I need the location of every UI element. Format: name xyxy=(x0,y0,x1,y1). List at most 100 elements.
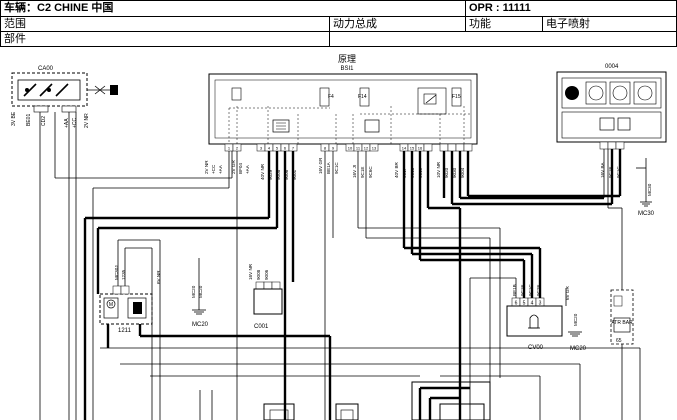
wire-mid-1: 9029 xyxy=(268,169,273,180)
left-label-3: +AA xyxy=(64,118,70,128)
left-component-ca00: CA00 3V BE BE01 CD2 +AA +CC 2V NR xyxy=(11,66,118,128)
scope-value: 动力总成 xyxy=(329,16,466,32)
pin-11: 11 xyxy=(356,146,361,151)
wire-mid2-1: BE1A xyxy=(326,161,331,174)
pin-3: 3 xyxy=(260,146,263,151)
c001-label-0: 16V NR xyxy=(248,263,253,280)
bell-icon xyxy=(529,314,539,329)
right-component-0004: 0004 16V BA 9C1E 9C1C MC30 MC30 xyxy=(556,64,667,217)
wire-mid-0: 40V NR xyxy=(260,163,265,180)
mc20a-label-1: MC20 xyxy=(198,285,203,298)
wire-right2-2: 9030 xyxy=(452,167,457,178)
function-label: 功能 xyxy=(465,16,543,32)
cv00-label-3: 9C2E xyxy=(536,285,541,297)
component-cv00: BE1B 9C1E 9C1C 9C2E 6V GR 6 5 4 3 CV00 xyxy=(506,284,570,351)
pin-6: 6 xyxy=(284,146,287,151)
fuse-f4: F4 xyxy=(328,94,334,100)
ground-right-rot: MC30 xyxy=(647,183,652,196)
left-label-0: 3V BE xyxy=(11,111,17,126)
c1211-label-2: 6V NR xyxy=(156,270,161,284)
component-c001: 16V NR 9008 9006 C001 xyxy=(248,263,283,330)
fuse-f14: F14 xyxy=(358,94,367,100)
right-box-code: 0004 xyxy=(605,64,619,70)
wire-left-3: 2V GR xyxy=(231,160,236,174)
wire-right2-0: 10V NR xyxy=(436,161,441,178)
wires xyxy=(39,112,641,420)
svg-text:M: M xyxy=(109,302,113,308)
wire-mid-3: 9006 xyxy=(284,169,289,180)
pin-4: 4 xyxy=(268,146,271,151)
comp-1211-code: 1211 xyxy=(118,328,132,334)
main-box-code: BSI1 xyxy=(340,66,354,72)
header-table: 车辆：C2 CHINE 中国 OPR : 11111 范围 动力总成 功能 电子… xyxy=(0,0,677,48)
wire-left-4: BF04 xyxy=(238,163,243,174)
ground-mc20-b-code: MC20 xyxy=(570,346,587,352)
ground-mc20-a-code: MC20 xyxy=(192,322,209,328)
wire-mid2-2: 9C1C xyxy=(334,162,339,174)
pin-14: 14 xyxy=(402,146,407,151)
mc20b-label: MC20 xyxy=(573,313,578,326)
atr-bar-text: ATR BAR xyxy=(611,320,633,326)
pin-12: 12 xyxy=(364,146,369,151)
vehicle-cell: 车辆：C2 CHINE 中国 xyxy=(0,0,466,17)
wire-left-2: +AA xyxy=(218,164,223,174)
wire-left-0: 2V NR xyxy=(204,160,209,174)
fuel-pump-icon xyxy=(133,302,142,314)
left-label-2: CD2 xyxy=(41,116,47,126)
ground-mc20-a: MC20 MC20 MC20 xyxy=(191,285,209,328)
key-icon xyxy=(110,85,118,95)
c001-label-1: 9008 xyxy=(256,269,261,280)
wire-left-1: +CC xyxy=(211,164,216,174)
c1211-label-1: 1235 xyxy=(121,269,126,280)
cv00-pin-0: 6 xyxy=(515,301,518,307)
main-component-bsi1: F4 F14 F15 xyxy=(204,73,478,180)
pin-10: 10 xyxy=(348,146,353,151)
function-value: 电子喷射 xyxy=(542,16,677,32)
cv00-pin-1: 5 xyxy=(523,301,526,307)
pin-9: 9 xyxy=(332,146,335,151)
diagram-title: 原理 xyxy=(338,54,356,64)
scope-label: 范围 xyxy=(0,16,330,32)
fuse-f15: F15 xyxy=(452,94,461,100)
cv00-label-4: 6V GR xyxy=(565,286,570,300)
comp-c001-code: C001 xyxy=(254,324,269,330)
part-label: 部件 xyxy=(0,31,330,47)
c1211-label-0: MC30J xyxy=(114,265,119,280)
c001-label-2: 9006 xyxy=(264,269,269,280)
left-label-5: 2V NR xyxy=(84,113,90,128)
wiring-schematic: 原理 BSI1 CA00 3V BE BE01 CD2 +AA +CC 2V N… xyxy=(11,54,667,420)
cv00-pin-2: 4 xyxy=(531,301,534,307)
cv00-label-1: 9C1E xyxy=(520,285,525,297)
wire-mid2-0: 16V GR xyxy=(318,157,323,174)
cv00-pin-3: 3 xyxy=(539,301,542,307)
pin-8: 8 xyxy=(324,146,327,151)
left-label-1: BE01 xyxy=(26,114,32,126)
left-label-4: +CC xyxy=(72,117,78,128)
atr-bar-code: 65 xyxy=(616,338,622,344)
pin-5: 5 xyxy=(276,146,279,151)
left-box-code: CA00 xyxy=(38,66,54,72)
ground-mc20-b: MC20 MC20 xyxy=(568,313,587,352)
ground-right: MC30 xyxy=(638,211,655,217)
pin-1: 1 xyxy=(228,146,231,151)
cv00-label-2: 9C1C xyxy=(528,284,533,296)
component-atr-bar: ATR BAR 65 xyxy=(610,289,634,345)
gauge-icon xyxy=(565,86,579,100)
wire-right2-1: 9020 xyxy=(444,167,449,178)
mc20a-label-0: MC20 xyxy=(191,285,196,298)
part-value xyxy=(329,31,677,47)
right-label-0: 16V BA xyxy=(600,161,605,178)
wire-right2-3: 9004 xyxy=(460,167,465,178)
right-label-2: 9C1C xyxy=(616,166,621,178)
wire-center-0: 16V JI xyxy=(352,165,357,178)
wire-left-5: +AA xyxy=(245,164,250,174)
right-label-1: 9C1E xyxy=(608,167,613,179)
wire-mid-4: 9001 xyxy=(292,169,297,180)
wire-center-2: 9C6C xyxy=(368,166,373,178)
wire-center-1: 9C1E xyxy=(360,167,365,179)
component-1211: M MC30J 1235 6V NR 1211 xyxy=(99,265,161,334)
pin-16: 16 xyxy=(418,146,423,151)
pin-7: 7 xyxy=(292,146,295,151)
pin-15: 15 xyxy=(410,146,415,151)
wire-mid-2: 9008 xyxy=(276,169,281,180)
